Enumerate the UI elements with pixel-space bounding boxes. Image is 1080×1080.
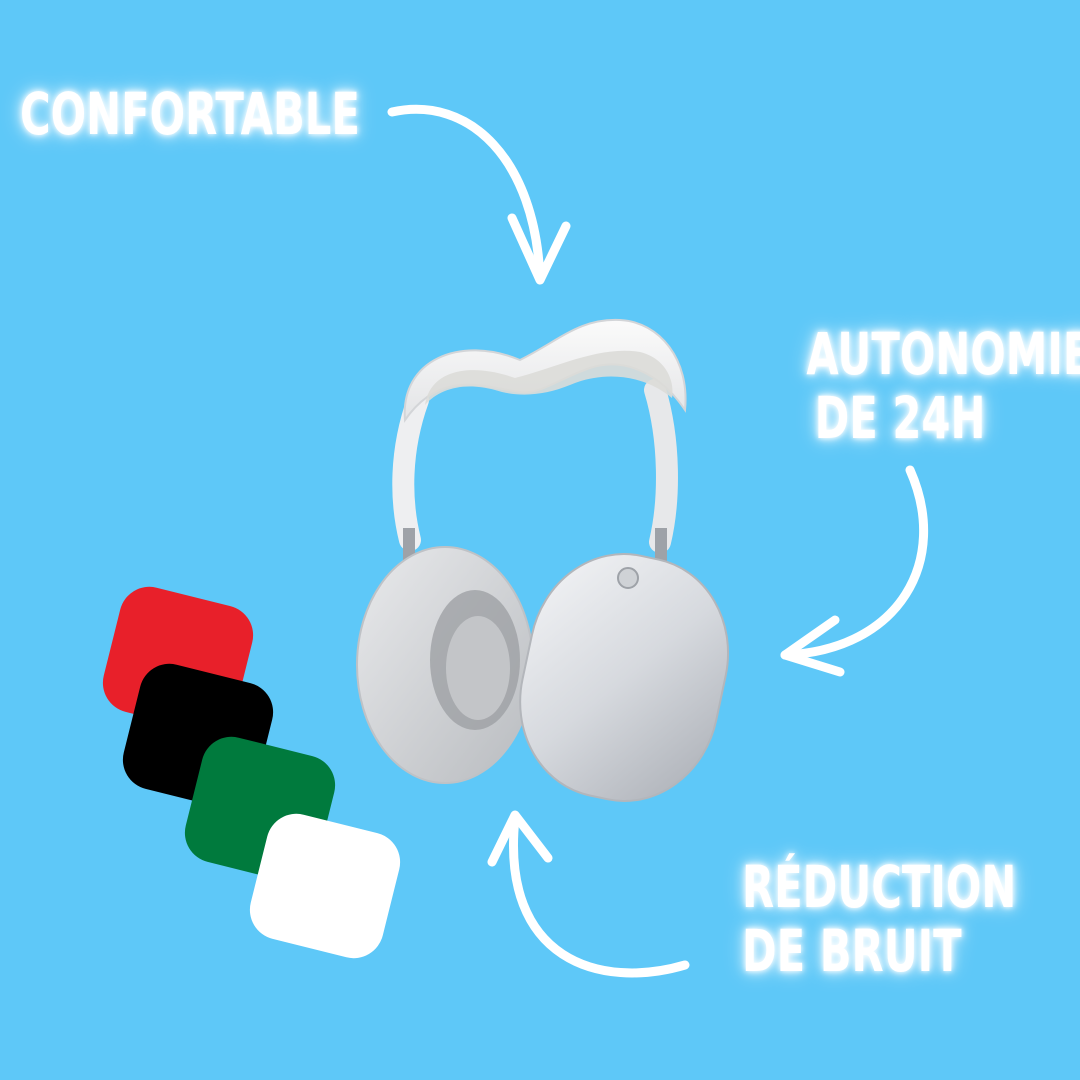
curved-arrow-icon-top bbox=[387, 104, 571, 285]
label-autonomie-line2: DE 24H bbox=[814, 384, 986, 452]
curved-arrow-icon-bottom bbox=[487, 810, 690, 978]
label-reduction-line2: DE BRUIT bbox=[742, 917, 962, 985]
curved-arrow-icon-right bbox=[780, 465, 929, 677]
